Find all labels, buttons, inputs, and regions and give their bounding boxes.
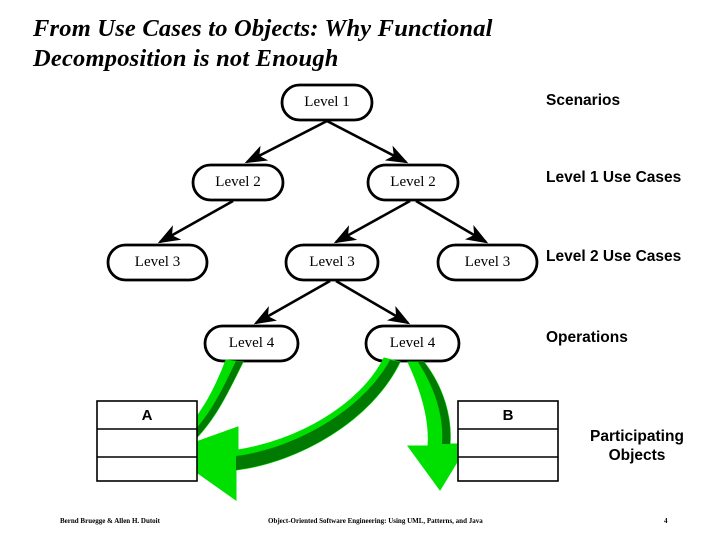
footer-page-number: 4 [664,517,668,525]
edge-level2b-level3c [415,199,489,244]
green-arrows [151,357,469,501]
tree-edges [157,119,489,325]
edge-level3b-level4a [253,279,331,325]
node-label-level4a: Level 4 [228,335,275,351]
node-box-level1[interactable] [280,83,374,122]
annotation-level-1-use-cases: Level 1 Use Cases [546,169,682,186]
class-box-b[interactable] [457,400,559,482]
annotation-operations: Operations [546,329,628,346]
node-label-level3a: Level 3 [134,254,181,270]
node-box-level4b[interactable] [364,324,461,363]
node-label-level2a: Level 2 [215,174,261,190]
footer-book-title: Object-Oriented Software Engineering: Us… [268,517,483,525]
edge-level2a-level3a [157,199,234,244]
node-box-level2b[interactable] [366,163,460,202]
edge-level1-level2b [326,119,409,164]
node-box-level3a[interactable] [106,243,209,282]
node-box-level3c[interactable] [436,243,539,282]
annotation-participating-objects: Participating Objects [590,428,684,464]
annotation-level-2-use-cases: Level 2 Use Cases [546,248,682,265]
node-box-level2a[interactable] [191,163,285,202]
class-box-a[interactable] [96,400,198,482]
footer-authors: Bernd Bruegge & Allen H. Dutoit [60,517,160,525]
edge-level2b-level3b [333,199,411,244]
tree-nodes [106,83,539,363]
node-label-level1: Level 1 [304,94,350,110]
edge-level1-level2a [244,119,328,164]
annotation-scenarios: Scenarios [546,92,621,109]
arrow-level4b-to-classB-shadow [418,362,451,444]
node-label-level4b: Level 4 [389,335,436,351]
arrow-level4a-to-classA-shadow [182,361,243,448]
page-title: From Use Cases to Objects: Why Functiona… [33,15,493,72]
node-box-level3b[interactable] [284,243,380,282]
node-label-level3b: Level 3 [309,254,355,270]
class-boxes [96,400,559,482]
class-box-a-title: A [141,407,153,424]
node-box-level4a[interactable] [203,324,300,363]
arrow-level4b-to-classA-shadow [236,360,400,470]
node-label-level3c: Level 3 [464,254,511,270]
class-box-b-title: B [502,407,514,424]
edge-level3b-level4b [335,279,411,325]
node-label-level2b: Level 2 [390,174,436,190]
